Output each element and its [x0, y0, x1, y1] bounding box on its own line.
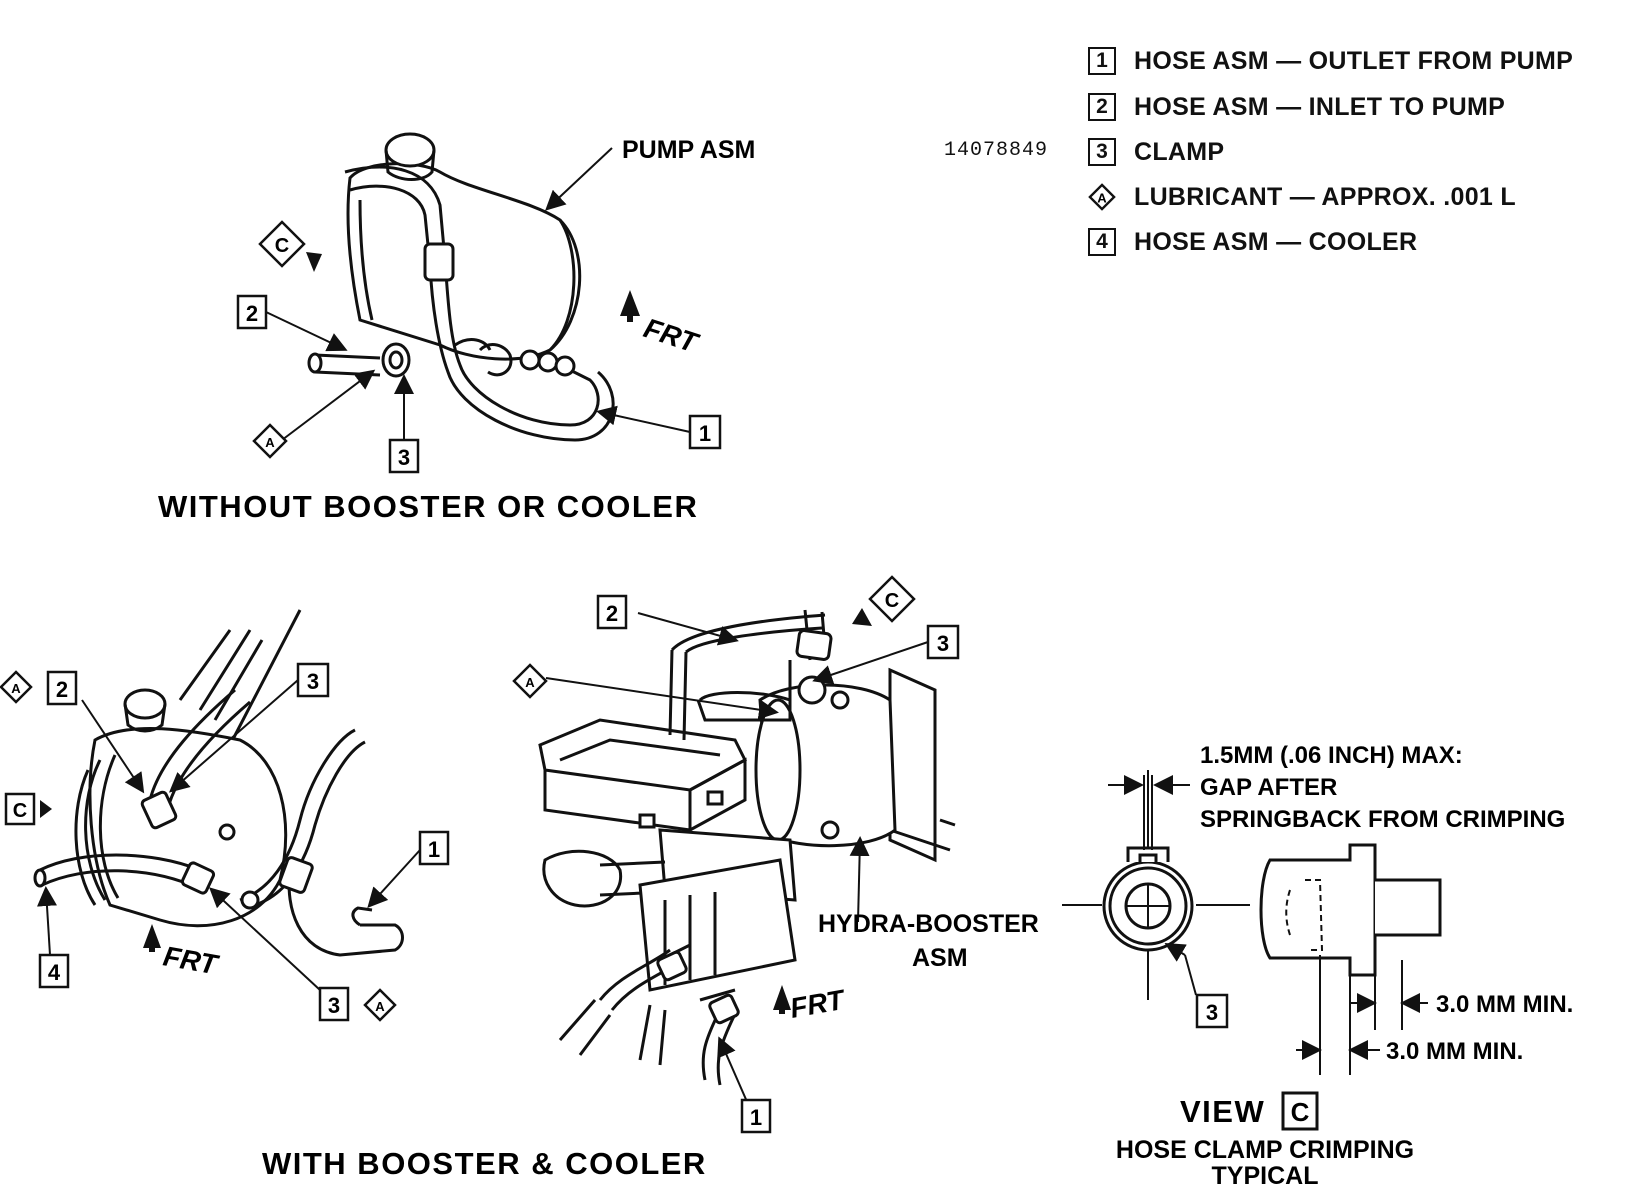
callout-diamond-a-bl: A	[0, 670, 33, 704]
svg-text:C: C	[885, 590, 899, 612]
clamp-end-view	[1062, 770, 1250, 1000]
svg-text:A: A	[375, 999, 385, 1014]
legend-text: HOSE ASM — INLET TO PUMP	[1134, 92, 1506, 121]
pump-asm-label: PUMP ASM	[622, 136, 755, 164]
caption-without-booster: WITHOUT BOOSTER OR COOLER	[158, 489, 698, 524]
svg-text:3: 3	[1206, 1000, 1218, 1025]
callout-box-1-top: 1	[688, 414, 722, 450]
caption-with-booster: WITH BOOSTER & COOLER	[262, 1146, 707, 1181]
front-label-top: FRT	[640, 312, 704, 359]
legend-key-box: 2	[1088, 93, 1116, 121]
front-label-bl: FRT	[161, 940, 222, 980]
callout-box-4-bl: 4	[38, 953, 70, 989]
view-c-subtitle-1: HOSE CLAMP CRIMPING	[1116, 1136, 1414, 1164]
legend-text: HOSE ASM — COOLER	[1134, 227, 1418, 256]
svg-text:3: 3	[328, 993, 340, 1018]
callout-box-1-bl: 1	[418, 830, 450, 866]
gap-dimension	[1108, 775, 1197, 996]
clamp-side-view	[1259, 843, 1442, 1075]
svg-text:4: 4	[48, 960, 61, 985]
legend-key-box: 4	[1088, 228, 1116, 256]
legend-text: HOSE ASM — OUTLET FROM PUMP	[1134, 46, 1574, 75]
view-c-ref-bl: C	[4, 792, 52, 826]
svg-text:1: 1	[428, 837, 440, 862]
min-dimension-1: 3.0 MM MIN.	[1436, 991, 1573, 1018]
svg-text:C: C	[1291, 1097, 1310, 1127]
legend-item-4: 4 HOSE ASM — COOLER	[1088, 225, 1417, 259]
part-number: 14078849	[944, 139, 1049, 162]
callout-diamond-a-bc: A	[512, 663, 548, 699]
hydra-booster-label-1: HYDRA-BOOSTER	[818, 910, 1039, 938]
hydra-booster-assembly	[538, 609, 956, 1086]
callout-box-3-bl-top: 3	[296, 662, 330, 698]
bottom-left-callouts	[37, 679, 421, 991]
svg-text:A: A	[11, 681, 21, 696]
callout-box-1-bc: 1	[740, 1098, 772, 1134]
svg-text:C: C	[275, 235, 289, 257]
hydra-booster-label-2: ASM	[912, 944, 968, 972]
legend-text: LUBRICANT — APPROX. .001 L	[1134, 182, 1516, 211]
view-c-title-box: C	[1281, 1091, 1319, 1131]
callout-box-3-viewc: 3	[1195, 993, 1229, 1029]
pump-assembly-bottom-left	[33, 609, 404, 957]
svg-text:1: 1	[750, 1105, 762, 1130]
svg-text:2: 2	[56, 677, 68, 702]
callout-diamond-a-bl-bottom: A	[363, 988, 397, 1022]
svg-text:C: C	[13, 800, 27, 822]
legend-key-diamond: A	[1097, 191, 1107, 206]
callout-box-3-bc: 3	[926, 624, 960, 660]
legend-key-box: 1	[1088, 47, 1116, 75]
svg-text:3: 3	[937, 631, 949, 656]
callout-box-2-top: 2	[236, 294, 268, 330]
front-arrow-bl-icon: FRT	[143, 924, 222, 981]
pump-assembly-top	[307, 132, 615, 442]
callout-box-3-bl-bottom: 3	[318, 986, 350, 1022]
view-c-subtitle-2: TYPICAL	[1212, 1162, 1319, 1184]
front-label-bc: FRT	[788, 984, 849, 1024]
legend-text: CLAMP	[1134, 137, 1225, 166]
top-callouts	[265, 147, 691, 441]
svg-text:3: 3	[398, 445, 410, 470]
svg-text:3: 3	[307, 669, 319, 694]
svg-text:2: 2	[246, 301, 258, 326]
front-arrow-top-icon: FRT	[620, 290, 704, 359]
legend-key-box: 3	[1088, 138, 1116, 166]
legend-item-3: 3 CLAMP	[1088, 135, 1224, 169]
legend-item-2: 2 HOSE ASM — INLET TO PUMP	[1088, 90, 1505, 124]
callout-diamond-a-top: A	[252, 423, 288, 459]
min-dimension-2: 3.0 MM MIN.	[1386, 1038, 1523, 1065]
svg-text:1: 1	[699, 421, 711, 446]
view-c-ref-bc: C	[852, 575, 916, 626]
front-arrow-bc-icon: FRT	[773, 984, 849, 1024]
view-c-title: VIEW	[1180, 1094, 1265, 1129]
callout-box-2-bl: 2	[46, 670, 78, 706]
svg-text:2: 2	[606, 601, 618, 626]
callout-box-2-bc: 2	[596, 594, 628, 630]
gap-line-2: GAP AFTER	[1200, 774, 1337, 801]
svg-text:A: A	[265, 435, 275, 450]
svg-text:A: A	[525, 675, 535, 690]
legend-item-1: 1 HOSE ASM — OUTLET FROM PUMP	[1088, 44, 1573, 78]
lubricant-diamond-icon: A	[1088, 183, 1116, 211]
view-c-ref-top: C	[258, 220, 322, 272]
callout-box-3-top: 3	[388, 438, 420, 474]
legend-item-a: A LUBRICANT — APPROX. .001 L	[1088, 180, 1516, 214]
gap-line-1: 1.5MM (.06 INCH) MAX:	[1200, 742, 1463, 769]
min-dimension-arrows	[1296, 993, 1428, 1060]
gap-line-3: SPRINGBACK FROM CRIMPING	[1200, 806, 1565, 833]
